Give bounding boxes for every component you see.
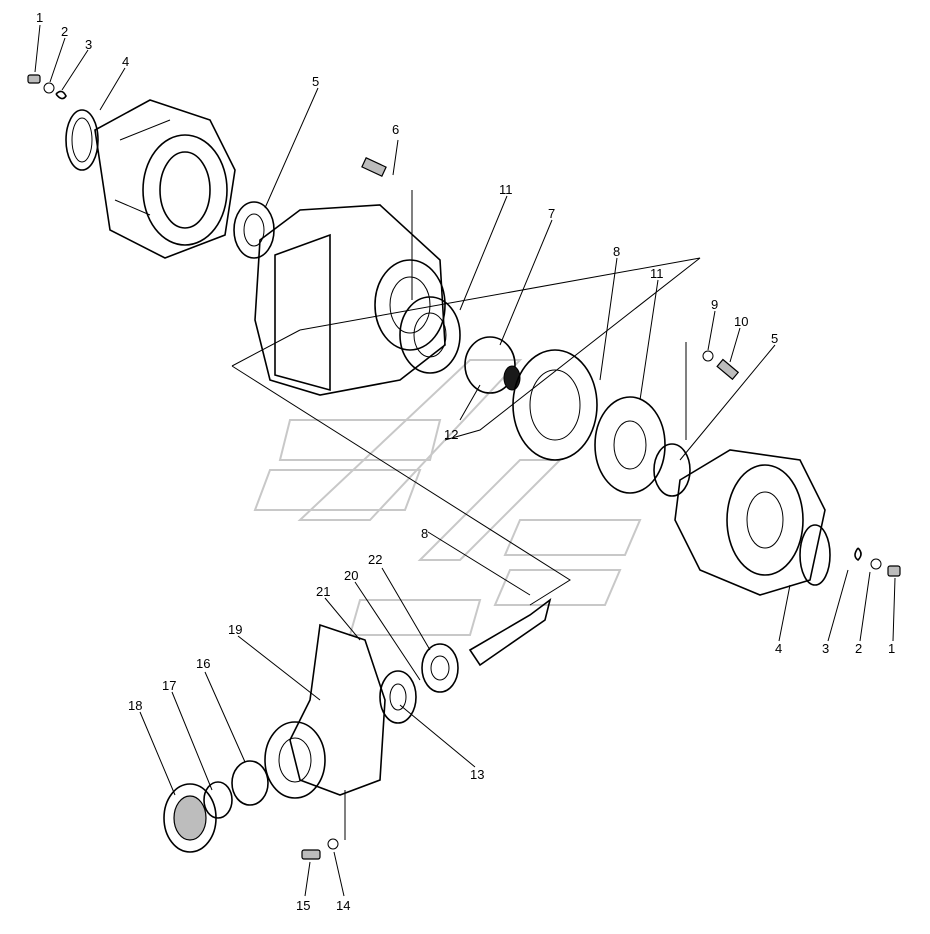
- callout-label: 3: [85, 37, 92, 52]
- callout-label: 14: [336, 898, 350, 913]
- watermark-logo: [253, 359, 642, 636]
- callout-label: 20: [344, 568, 358, 583]
- callout-label: 2: [855, 641, 862, 656]
- callout-label: 19: [228, 622, 242, 637]
- callout-label: 5: [312, 74, 319, 89]
- callout-label: 9: [711, 297, 718, 312]
- callout-label: 15: [296, 898, 310, 913]
- callout-label: 3: [822, 641, 829, 656]
- pinion-assembly: [163, 598, 552, 860]
- central-housing: [254, 157, 446, 396]
- callout-label: 2: [61, 24, 68, 39]
- callout-label: 21: [316, 584, 330, 599]
- differential-gears: [399, 296, 740, 497]
- left-axle-housing: [94, 99, 275, 259]
- callout-label: 8: [421, 526, 428, 541]
- callout-label: 10: [734, 314, 748, 329]
- callout-label: 8: [613, 244, 620, 259]
- callout-label: 1: [888, 641, 895, 656]
- callout-label: 4: [122, 54, 129, 69]
- callout-label: 4: [775, 641, 782, 656]
- callout-label: 5: [771, 331, 778, 346]
- leader-lines: [34, 24, 896, 897]
- callout-label: 17: [162, 678, 176, 693]
- callout-labels: 1 2 3 4 5 6 11 7 8 11 9 10 5 12 8 22 20 …: [36, 10, 895, 913]
- callout-label: 12: [444, 427, 458, 442]
- assembly-axis-lines: [231, 190, 701, 840]
- callout-label: 16: [196, 656, 210, 671]
- callout-label: 13: [470, 767, 484, 782]
- left-bolt-set: [27, 74, 99, 171]
- callout-label: 6: [392, 122, 399, 137]
- callout-label: 18: [128, 698, 142, 713]
- right-axle-housing: [674, 449, 901, 596]
- callout-label: 22: [368, 552, 382, 567]
- callout-label: 7: [548, 206, 555, 221]
- callout-label: 11: [499, 182, 513, 197]
- callout-label: 1: [36, 10, 43, 25]
- callout-label: 11: [650, 266, 664, 281]
